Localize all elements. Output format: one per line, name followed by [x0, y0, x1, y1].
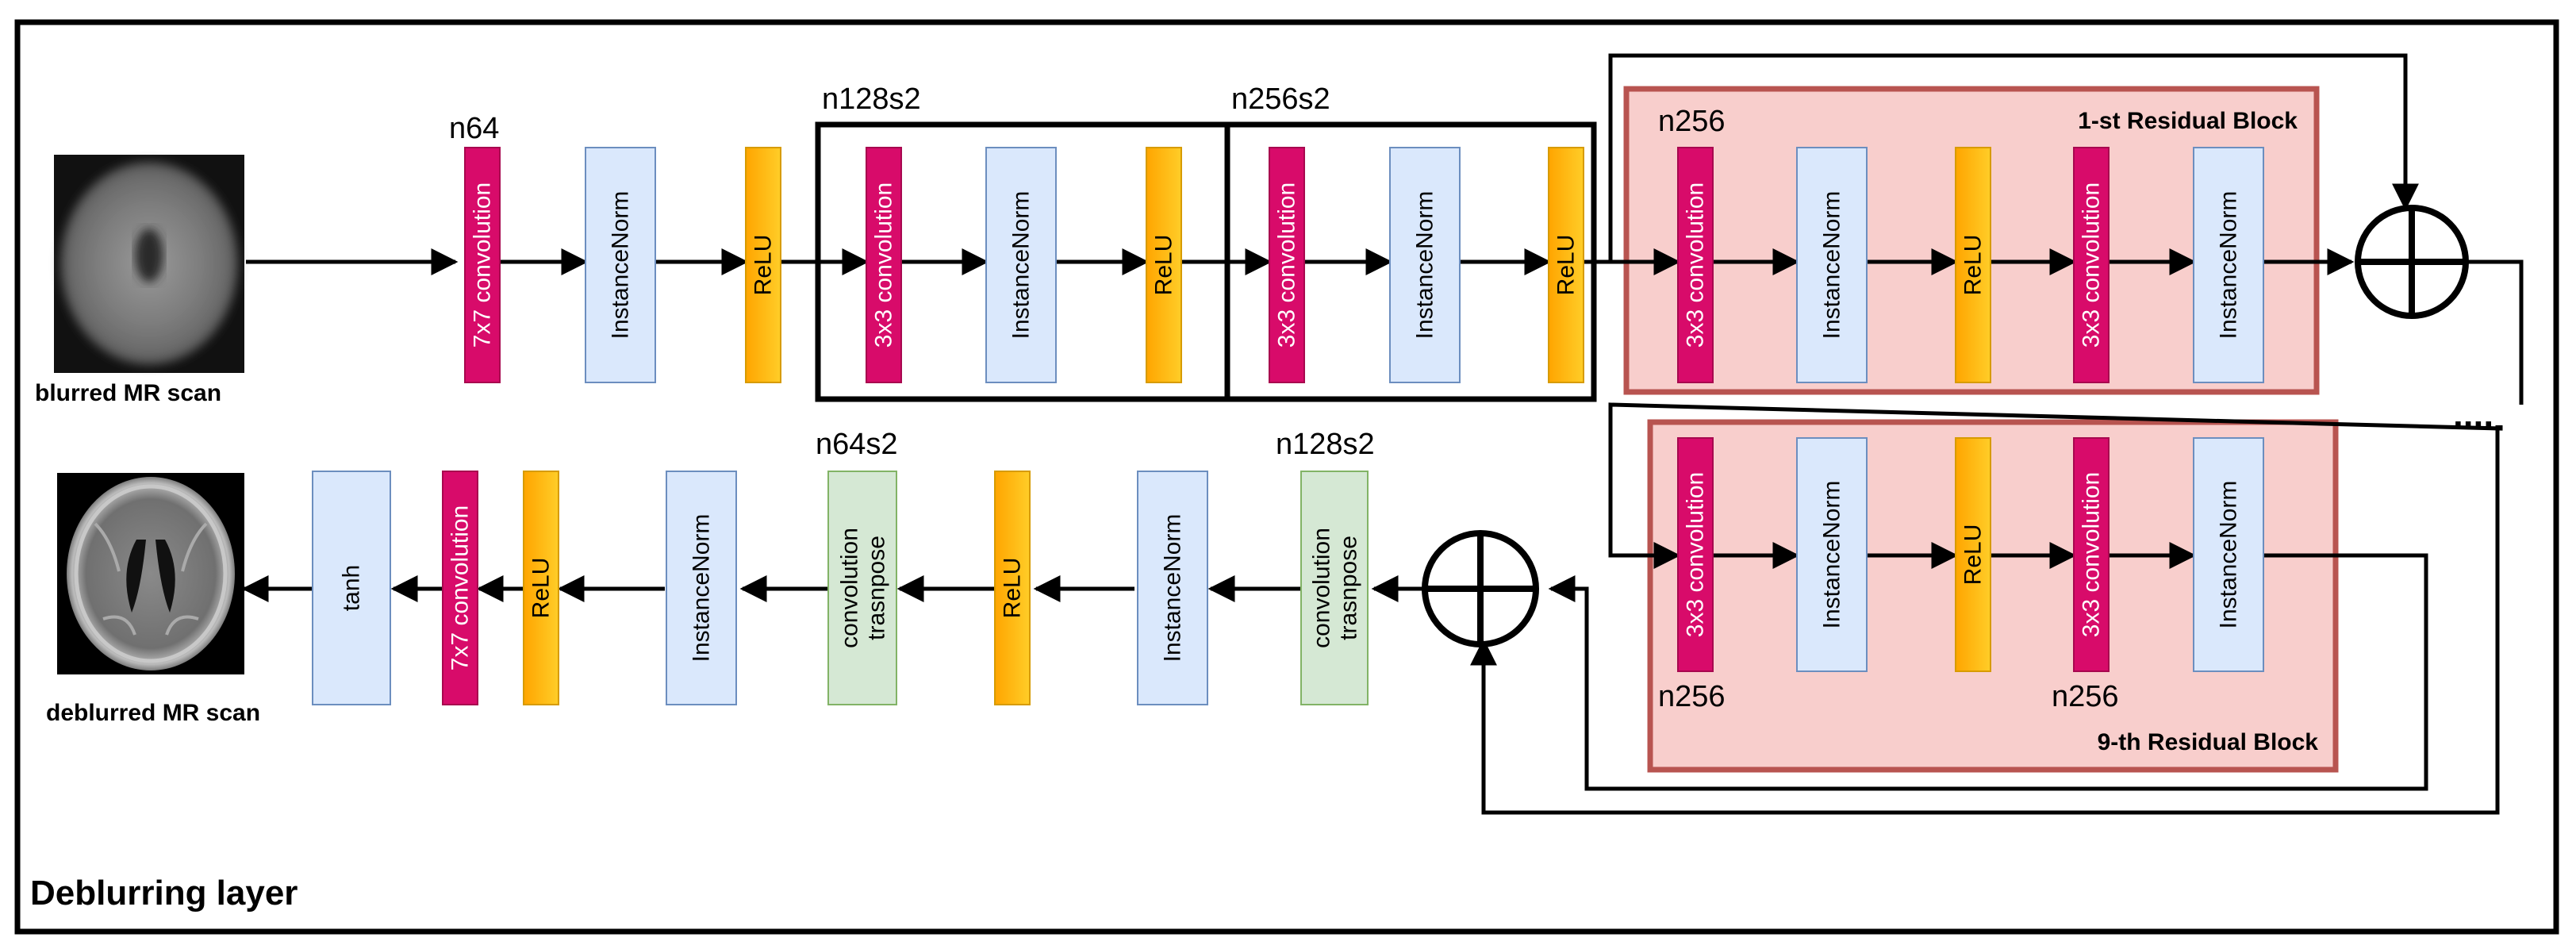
output-label: deblurred MR scan: [46, 700, 260, 726]
block-instancenorm-dec-2: InstanceNorm: [666, 471, 737, 705]
block-conv7x7-enc-label: 7x7 convolution: [470, 182, 496, 348]
res9-conv3x3-a: 3x3 convolution: [1677, 437, 1714, 672]
top-row-wires: [246, 53, 2524, 405]
res9-instancenorm-b-label: InstanceNorm: [2216, 481, 2242, 629]
bottom-row-wires: [1470, 402, 2503, 815]
block-relu-dec-1-label: ReLU: [1000, 558, 1026, 619]
block-relu-dec-2-label: ReLU: [528, 558, 555, 619]
block-conv7x7-dec-label: 7x7 convolution: [447, 505, 474, 670]
res1-conv3x3-b: 3x3 convolution: [2073, 147, 2110, 383]
block-instancenorm-2: InstanceNorm: [985, 147, 1057, 383]
res9-relu: ReLU: [1955, 437, 1991, 672]
res9-relu-label: ReLU: [1960, 524, 1987, 586]
res1-relu: ReLU: [1955, 147, 1991, 383]
block-relu-1-label: ReLU: [751, 235, 777, 296]
block-relu-1: ReLU: [745, 147, 781, 383]
label-n256-top: n256: [1658, 105, 1726, 138]
block-transpose-conv-n64-label: convolution: [837, 528, 863, 648]
label-n128s2: n128s2: [822, 83, 921, 116]
res1-instancenorm-b: InstanceNorm: [2193, 147, 2264, 383]
block-relu-dec-1: ReLU: [994, 471, 1031, 705]
block-relu-3: ReLU: [1548, 147, 1584, 383]
res1-instancenorm-a: InstanceNorm: [1796, 147, 1868, 383]
block-instancenorm-dec-1-label: InstanceNorm: [1160, 514, 1186, 663]
output-deblurred-scan: [57, 473, 244, 674]
block-instancenorm-1: InstanceNorm: [585, 147, 656, 383]
block-relu-3-label: ReLU: [1553, 235, 1580, 296]
input-label: blurred MR scan: [35, 380, 221, 406]
block-relu-2-label: ReLU: [1151, 235, 1177, 296]
res9-conv3x3-a-label: 3x3 convolution: [1683, 472, 1709, 637]
res9-conv3x3-b-label: 3x3 convolution: [2079, 472, 2105, 637]
diagram-title: Deblurring layer: [30, 874, 298, 912]
block-transpose-conv-n64-label: trasnpose: [864, 536, 890, 640]
label-res-block-1: 1-st Residual Block: [2078, 108, 2298, 134]
sum-node-bottom: [1422, 530, 1539, 647]
block-relu-dec-2: ReLU: [523, 471, 559, 705]
block-conv7x7-dec: 7x7 convolution: [442, 471, 478, 705]
res1-conv3x3-b-label: 3x3 convolution: [2079, 182, 2105, 348]
sum-node-top: [2355, 205, 2469, 319]
res9-instancenorm-a: InstanceNorm: [1796, 437, 1868, 672]
block-conv3x3-n256: 3x3 convolution: [1269, 147, 1305, 383]
label-n128s2-dec: n128s2: [1276, 428, 1375, 461]
res1-conv3x3-a: 3x3 convolution: [1677, 147, 1714, 383]
label-n64s2: n64s2: [816, 428, 898, 461]
res1-instancenorm-a-label: InstanceNorm: [1819, 191, 1845, 340]
label-n64: n64: [449, 112, 499, 145]
block-conv3x3-n128-label: 3x3 convolution: [871, 182, 897, 348]
res9-instancenorm-a-label: InstanceNorm: [1819, 481, 1845, 629]
res1-conv3x3-a-label: 3x3 convolution: [1683, 182, 1709, 348]
label-res-block-9: 9-th Residual Block: [2098, 729, 2319, 755]
label-n256s2: n256s2: [1231, 83, 1330, 116]
block-tanh: tanh: [312, 471, 391, 705]
outer-frame: [14, 19, 2559, 935]
block-instancenorm-1-label: InstanceNorm: [608, 191, 634, 340]
block-instancenorm-2-label: InstanceNorm: [1008, 191, 1035, 340]
res1-instancenorm-b-label: InstanceNorm: [2216, 191, 2242, 340]
block-instancenorm-dec-2-label: InstanceNorm: [689, 514, 715, 663]
block-instancenorm-3: InstanceNorm: [1389, 147, 1461, 383]
block-tanh-label: tanh: [339, 565, 365, 611]
block-conv7x7-enc: 7x7 convolution: [464, 147, 501, 383]
block-transpose-conv-n128-label: trasnpose: [1336, 536, 1362, 640]
input-blurred-scan: [54, 155, 244, 373]
label-n256-bot-b: n256: [2052, 680, 2119, 713]
res9-conv3x3-b: 3x3 convolution: [2073, 437, 2110, 672]
label-n256-bot-a: n256: [1658, 680, 1726, 713]
block-conv3x3-n128: 3x3 convolution: [866, 147, 902, 383]
block-relu-2: ReLU: [1146, 147, 1182, 383]
res9-instancenorm-b: InstanceNorm: [2193, 437, 2264, 672]
block-conv3x3-n256-label: 3x3 convolution: [1274, 182, 1300, 348]
ellipsis: ....: [2453, 394, 2493, 435]
block-transpose-conv-n128-label: convolution: [1309, 528, 1335, 648]
block-instancenorm-dec-1: InstanceNorm: [1137, 471, 1208, 705]
res1-relu-label: ReLU: [1960, 235, 1987, 296]
block-instancenorm-3-label: InstanceNorm: [1412, 191, 1438, 340]
